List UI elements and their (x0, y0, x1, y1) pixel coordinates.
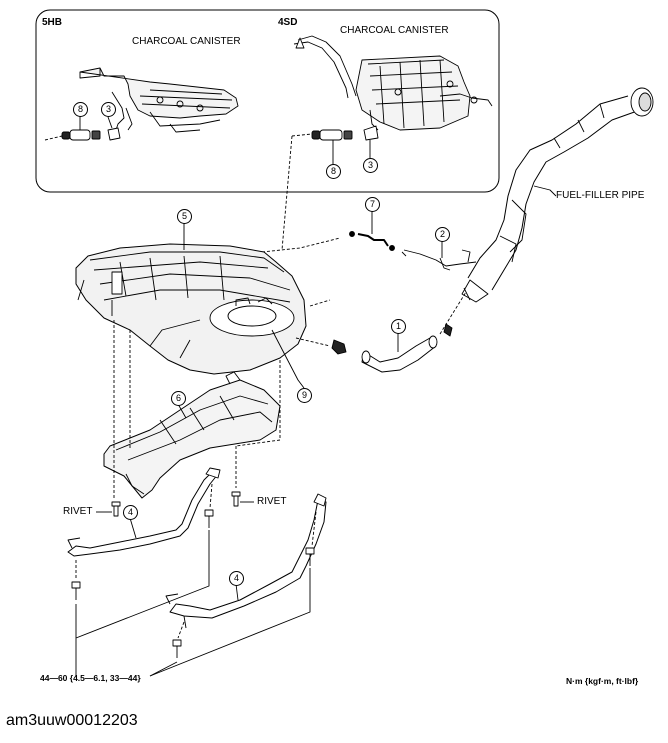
sd-hose-parts (311, 125, 379, 141)
torque-spec-label: 44—60 {4.5—6.1, 33—44} (40, 673, 141, 683)
heat-shield (103, 371, 281, 499)
strap-left-leader (129, 517, 137, 539)
sd-canister-label: CHARCOAL CANISTER (340, 25, 449, 36)
sd-charcoal-canister (293, 35, 493, 131)
callout-3-sd: 3 (363, 158, 378, 173)
callout-1: 1 (391, 319, 406, 334)
inset-4sd-label: 4SD (278, 17, 298, 28)
strap-right-leader (235, 583, 239, 601)
callout-4-left: 4 (123, 505, 138, 520)
sd-dashed-line (291, 133, 313, 137)
hb-dashed-line (44, 135, 63, 141)
callout-8-hb: 8 (73, 102, 88, 117)
evap-hose-7 (349, 231, 395, 251)
dash-left-b (209, 483, 213, 509)
hose-1 (331, 323, 453, 373)
hb-charcoal-canister (79, 67, 239, 133)
filler-pipe-leader (533, 185, 557, 197)
shield-leader-6 (177, 403, 187, 419)
callout-3-hb: 3 (101, 102, 116, 117)
callout-2: 2 (435, 227, 450, 242)
rivet-right (231, 491, 241, 507)
bolt-left-b (204, 509, 214, 528)
callout-9: 9 (297, 388, 312, 403)
callout-7: 7 (365, 197, 380, 212)
bolt-right-b (172, 639, 182, 658)
hb-hose-parts (61, 127, 121, 141)
callout-6: 6 (171, 391, 186, 406)
tank-dashed-1 (295, 337, 331, 347)
dash-tank-to-hose7 (261, 237, 341, 253)
inset-5hb-label: 5HB (42, 17, 63, 28)
rivet-left-label: RIVET (63, 506, 93, 517)
dash-right-b (177, 621, 185, 639)
callout-5: 5 (177, 209, 192, 224)
callout-4-right: 4 (229, 571, 244, 586)
illustration-code: am3uuw00012203 (6, 712, 138, 729)
clamp-dashed (439, 291, 467, 335)
dash-sd-to-tank (281, 135, 293, 251)
tank9-leader (271, 329, 305, 389)
bolt-right-a (305, 547, 315, 566)
tank-dashed-to-pipe (309, 299, 331, 307)
fuel-filler-pipe-label: FUEL-FILLER PIPE (556, 190, 645, 201)
fuel-filler-pipe-drawing (461, 87, 654, 303)
torque-leader-c (149, 568, 311, 677)
inset-frame (35, 9, 500, 193)
callout-8-sd: 8 (326, 164, 341, 179)
dashed-right-2 (235, 360, 281, 447)
bolt-left-a (71, 581, 81, 600)
hb-leader-3 (107, 116, 113, 129)
torque-leader-d (149, 661, 178, 677)
pipe-2 (401, 249, 477, 271)
fuel-tank-drawing (75, 243, 307, 375)
dash-right-a (311, 511, 317, 547)
torque-leader-b (75, 530, 210, 639)
rivet-left (111, 501, 121, 517)
rivet-right-label: RIVET (257, 496, 287, 507)
hb-canister-label: CHARCOAL CANISTER (132, 36, 241, 47)
strap-left (67, 467, 221, 557)
torque-units-label: N·m {kgf·m, ft·lbf} (566, 676, 639, 686)
